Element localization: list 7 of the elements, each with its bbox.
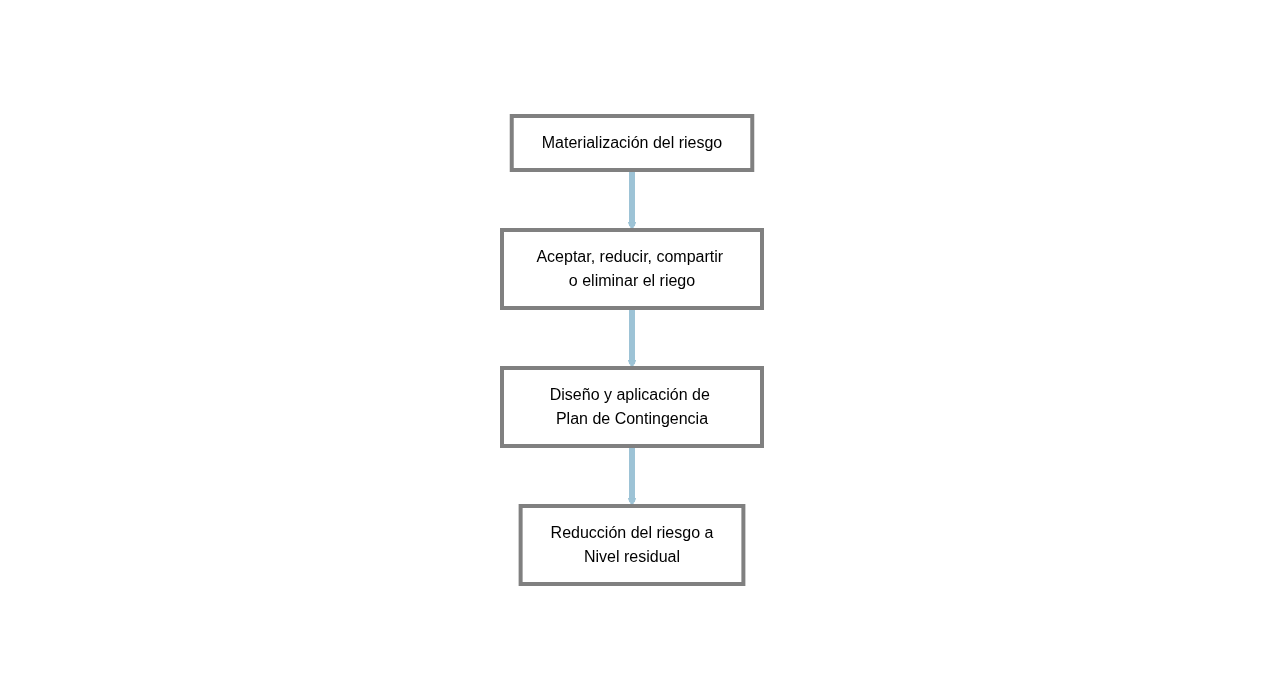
- node-box: Materialización del riesgo: [509, 114, 755, 172]
- node-box: Diseño y aplicación de Plan de Contingencia: [500, 366, 764, 448]
- node-box: Aceptar, reducir, compartir o eliminar el riego: [500, 228, 764, 310]
- node-box: Reducción del riesgo a Nivel residual: [518, 504, 746, 586]
- arrow: [627, 170, 637, 231]
- arrow: [627, 446, 637, 507]
- arrow: [627, 308, 637, 369]
